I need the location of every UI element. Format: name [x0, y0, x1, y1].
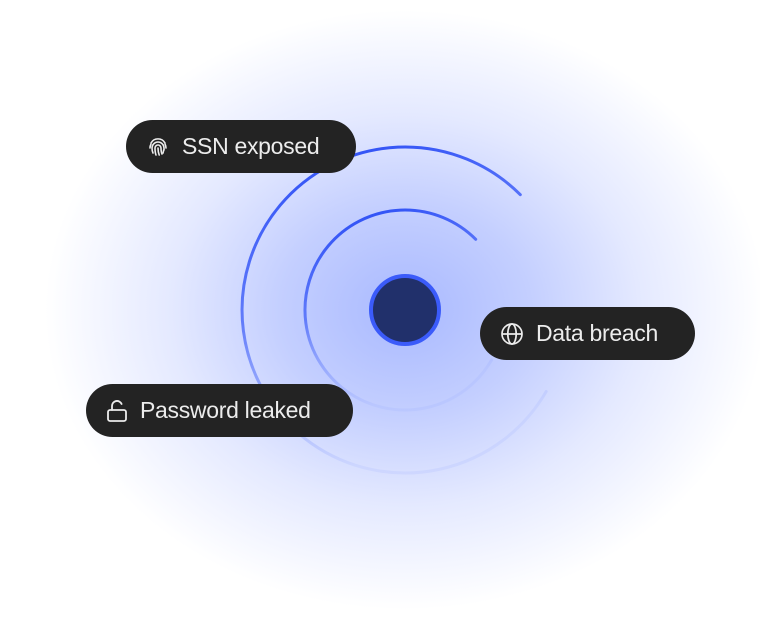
password-leaked-label: Password leaked	[140, 397, 311, 423]
password-leaked-badge: Password leaked	[86, 384, 353, 437]
center-dot	[369, 274, 441, 346]
unlock-icon	[107, 399, 127, 422]
fingerprint-icon	[149, 137, 167, 156]
globe-icon	[501, 322, 523, 345]
data-breach-badge: Data breach	[480, 307, 695, 360]
inner-ring	[303, 208, 494, 412]
outer-ring	[240, 145, 548, 475]
ssn-exposed-label: SSN exposed	[182, 133, 320, 159]
ssn-exposed-badge: SSN exposed	[126, 120, 356, 173]
data-breach-label: Data breach	[536, 320, 658, 346]
